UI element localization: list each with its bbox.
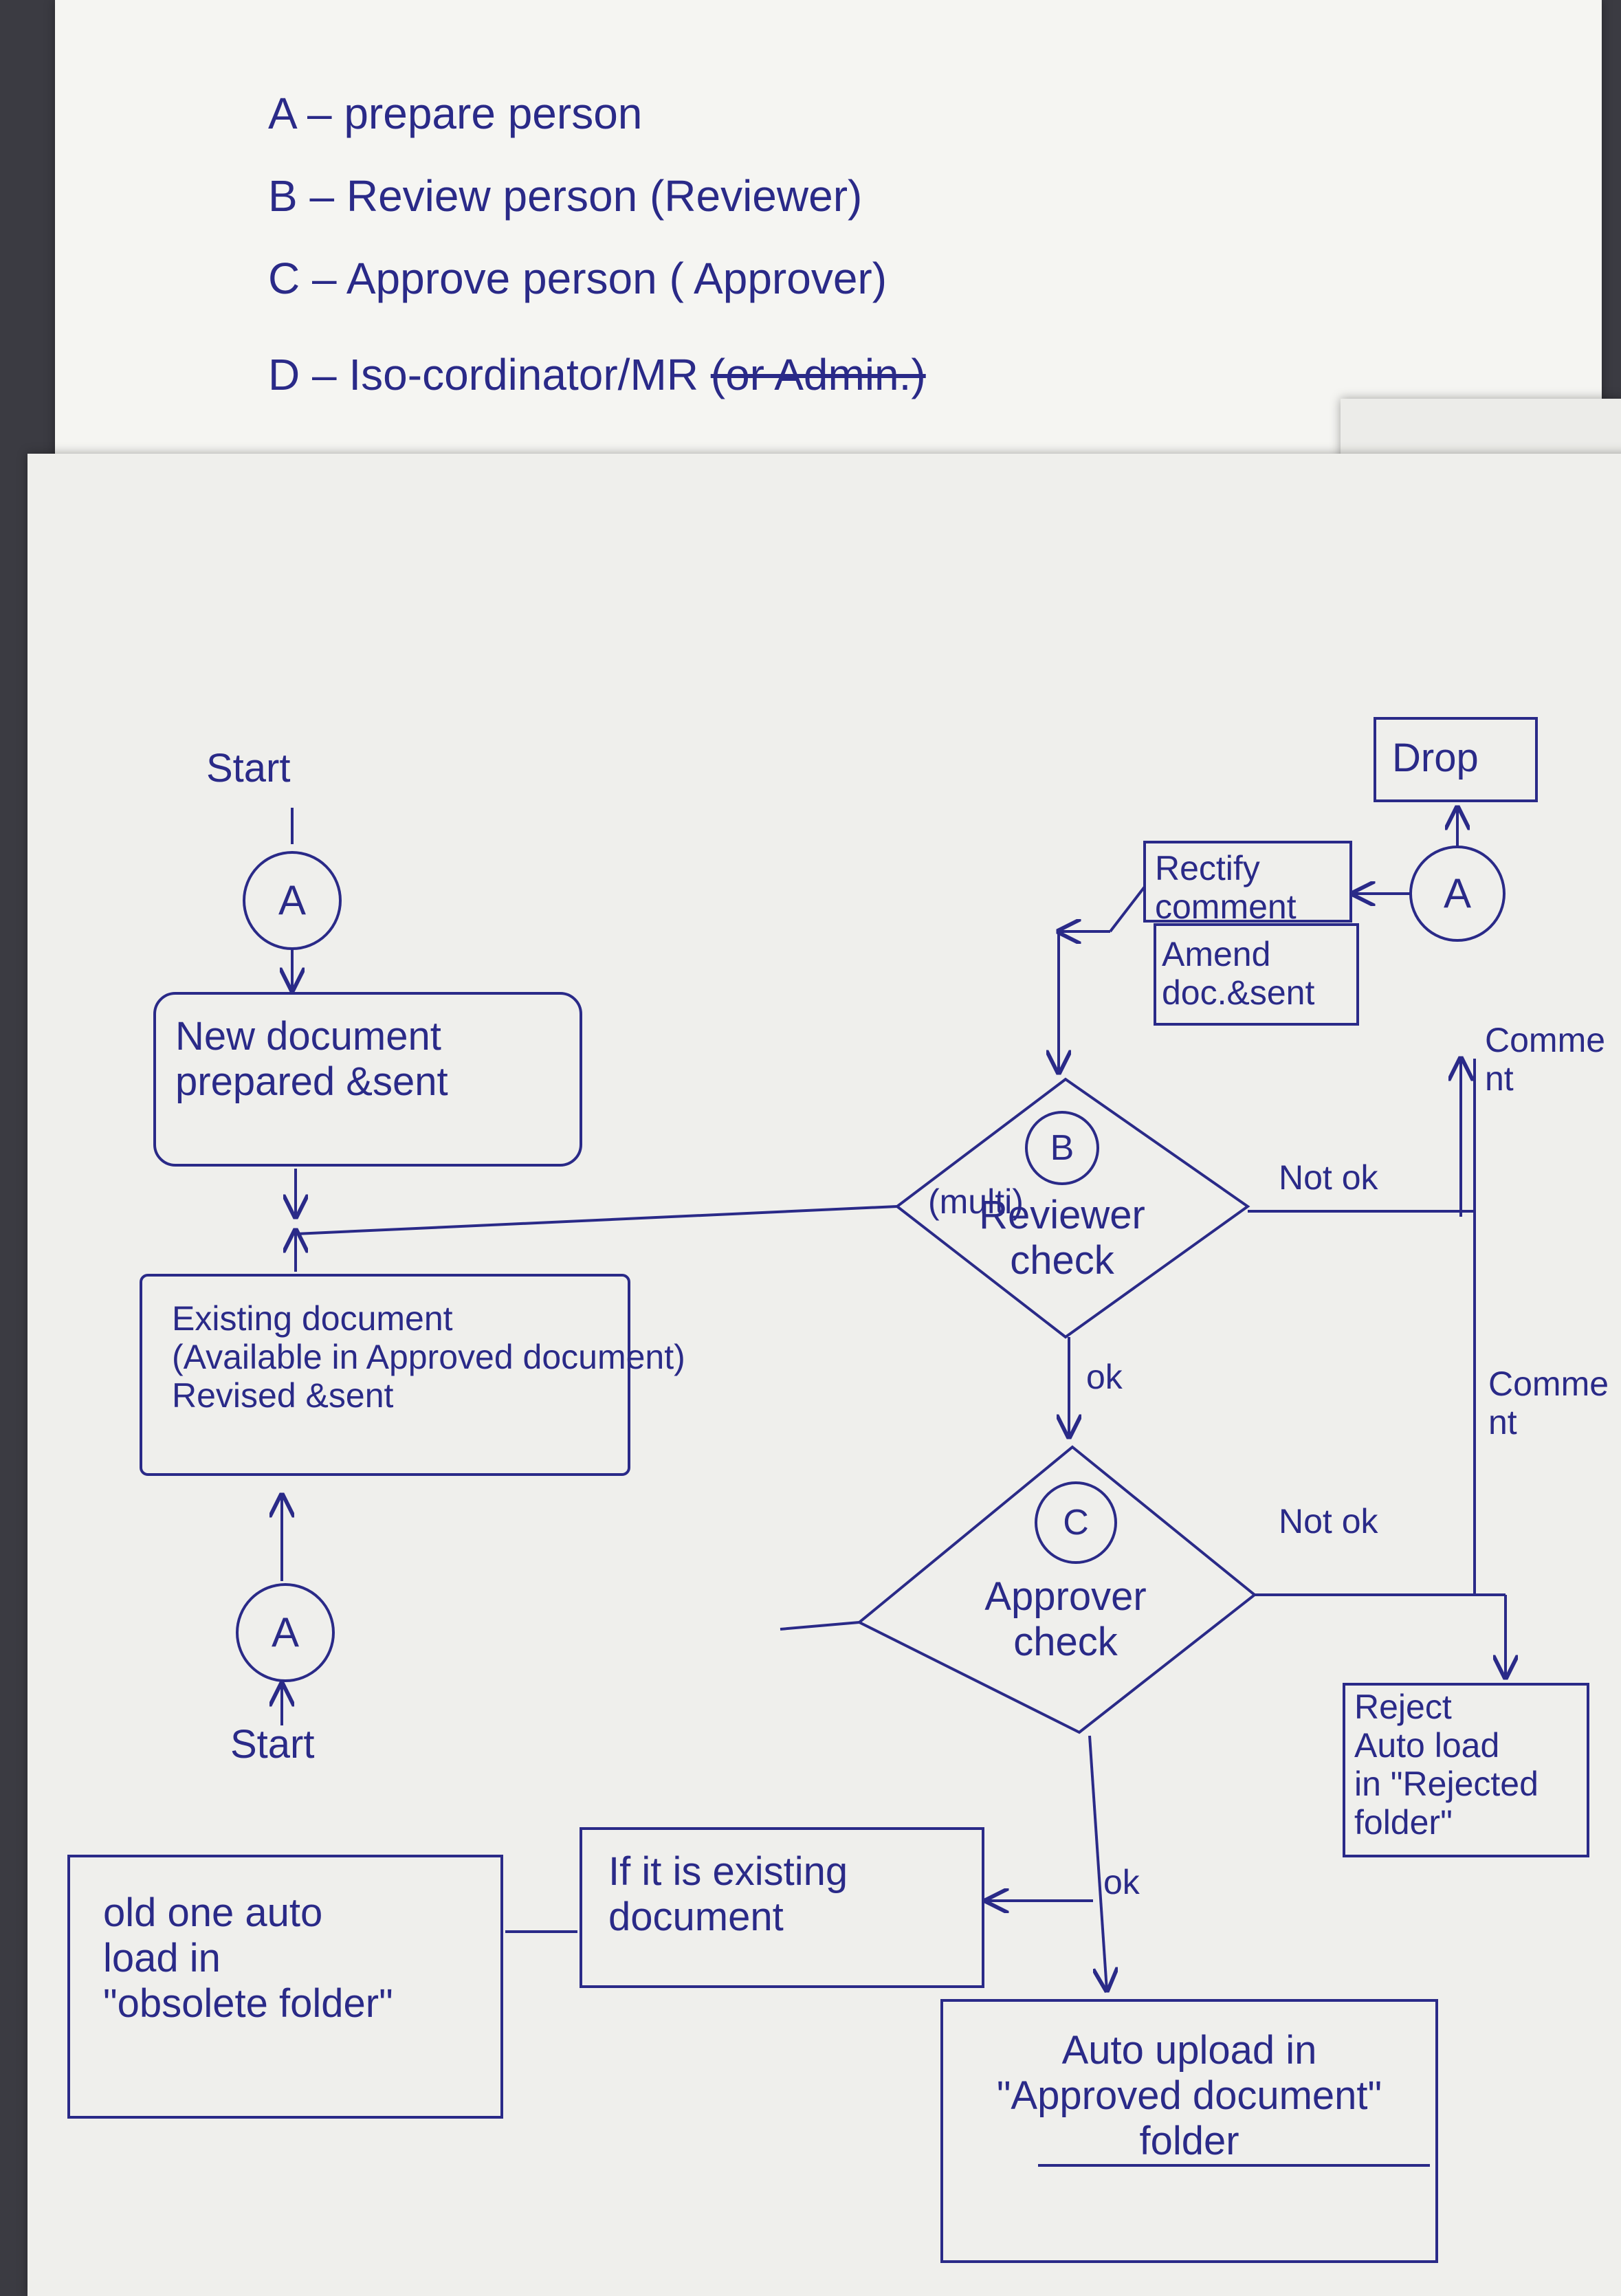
old-one-box <box>67 1855 503 2119</box>
legend-text: Review person (Reviewer) <box>346 171 863 221</box>
reviewer-check-diamond <box>894 1077 1250 1339</box>
reviewer-multi-label: (multi) <box>928 1182 1024 1221</box>
node-a-right-label: A <box>1443 870 1472 916</box>
edge-label-ok-approver: ok <box>1103 1863 1140 1901</box>
auto-upload-label: Auto upload in "Approved document" folde… <box>996 2028 1382 2163</box>
if-existing-box <box>580 1827 984 1988</box>
if-existing-label: If it is existing document <box>608 1849 848 1939</box>
legend-item-c: C – Approve person ( Approver) <box>268 254 926 337</box>
legend-item-d: D – Iso-cordinator/MR (or Admin.) <box>268 351 926 433</box>
legend-item-a: A – prepare person <box>268 89 926 172</box>
edge-docs-to-reviewer <box>295 1205 898 1235</box>
legend-dash: – <box>312 350 337 399</box>
legend-item-b: B – Review person (Reviewer) <box>268 172 926 254</box>
reviewer-check-label: Reviewer check <box>979 1193 1145 1283</box>
legend-text: prepare person <box>344 89 643 138</box>
edge-label-not-ok-reviewer: Not ok <box>1279 1158 1378 1197</box>
paper-sheet-diagram <box>27 454 1621 2296</box>
node-c <box>1035 1481 1117 1564</box>
edge-approver-left-struck <box>780 1621 860 1631</box>
drop-box <box>1374 717 1538 802</box>
approver-check-diamond <box>857 1445 1257 1734</box>
node-a-bottom <box>236 1583 335 1682</box>
legend-letter: C <box>268 254 300 303</box>
amend-doc-box <box>1154 923 1359 1026</box>
node-b <box>1025 1111 1099 1185</box>
legend-dash: – <box>312 254 337 303</box>
new-document-box <box>153 992 582 1167</box>
legend-letter: A <box>268 89 296 138</box>
edge-label-comment-upper: Comment <box>1485 1021 1606 1098</box>
approver-check-label: Approver check <box>984 1574 1147 1664</box>
legend-struck-text: (or Admin.) <box>710 350 926 399</box>
legend-letter: D <box>268 350 300 399</box>
legend-letter: B <box>268 171 298 221</box>
edge-label-not-ok-approver: Not ok <box>1279 1502 1378 1541</box>
amend-doc-label: Amend doc.&sent <box>1162 935 1315 1012</box>
edge-label-comment-lower: Comment <box>1488 1365 1609 1442</box>
edge-label-ok-reviewer: ok <box>1086 1358 1123 1396</box>
role-legend: A – prepare person B – Review person (Re… <box>268 89 926 433</box>
drop-label: Drop <box>1392 736 1479 780</box>
reject-box <box>1343 1683 1589 1857</box>
legend-text: Approve person ( Approver) <box>346 254 887 303</box>
node-a-top-label: A <box>278 877 307 923</box>
existing-document-box <box>140 1274 630 1476</box>
node-c-label: C <box>1063 1503 1089 1543</box>
legend-text: Iso-cordinator/MR <box>349 350 698 399</box>
legend-dash: – <box>309 171 335 221</box>
existing-document-label: Existing document (Available in Approved… <box>172 1299 685 1415</box>
node-a-bottom-label: A <box>271 1609 300 1655</box>
rectify-comment-label: Rectify comment <box>1155 849 1297 926</box>
legend-dash: – <box>307 89 332 138</box>
new-document-label: New document prepared &sent <box>175 1014 448 1104</box>
start-label-bottom: Start <box>230 1722 315 1767</box>
reject-label: Reject Auto load in "Rejected folder" <box>1354 1688 1539 1842</box>
start-label-top: Start <box>206 746 291 791</box>
edge-rectify-merge <box>1109 885 1146 933</box>
node-b-label: B <box>1050 1128 1074 1168</box>
old-one-label: old one auto load in "obsolete folder" <box>103 1890 393 2026</box>
edge-approver-ok <box>1088 1735 1107 1990</box>
auto-upload-box <box>940 1999 1438 2263</box>
